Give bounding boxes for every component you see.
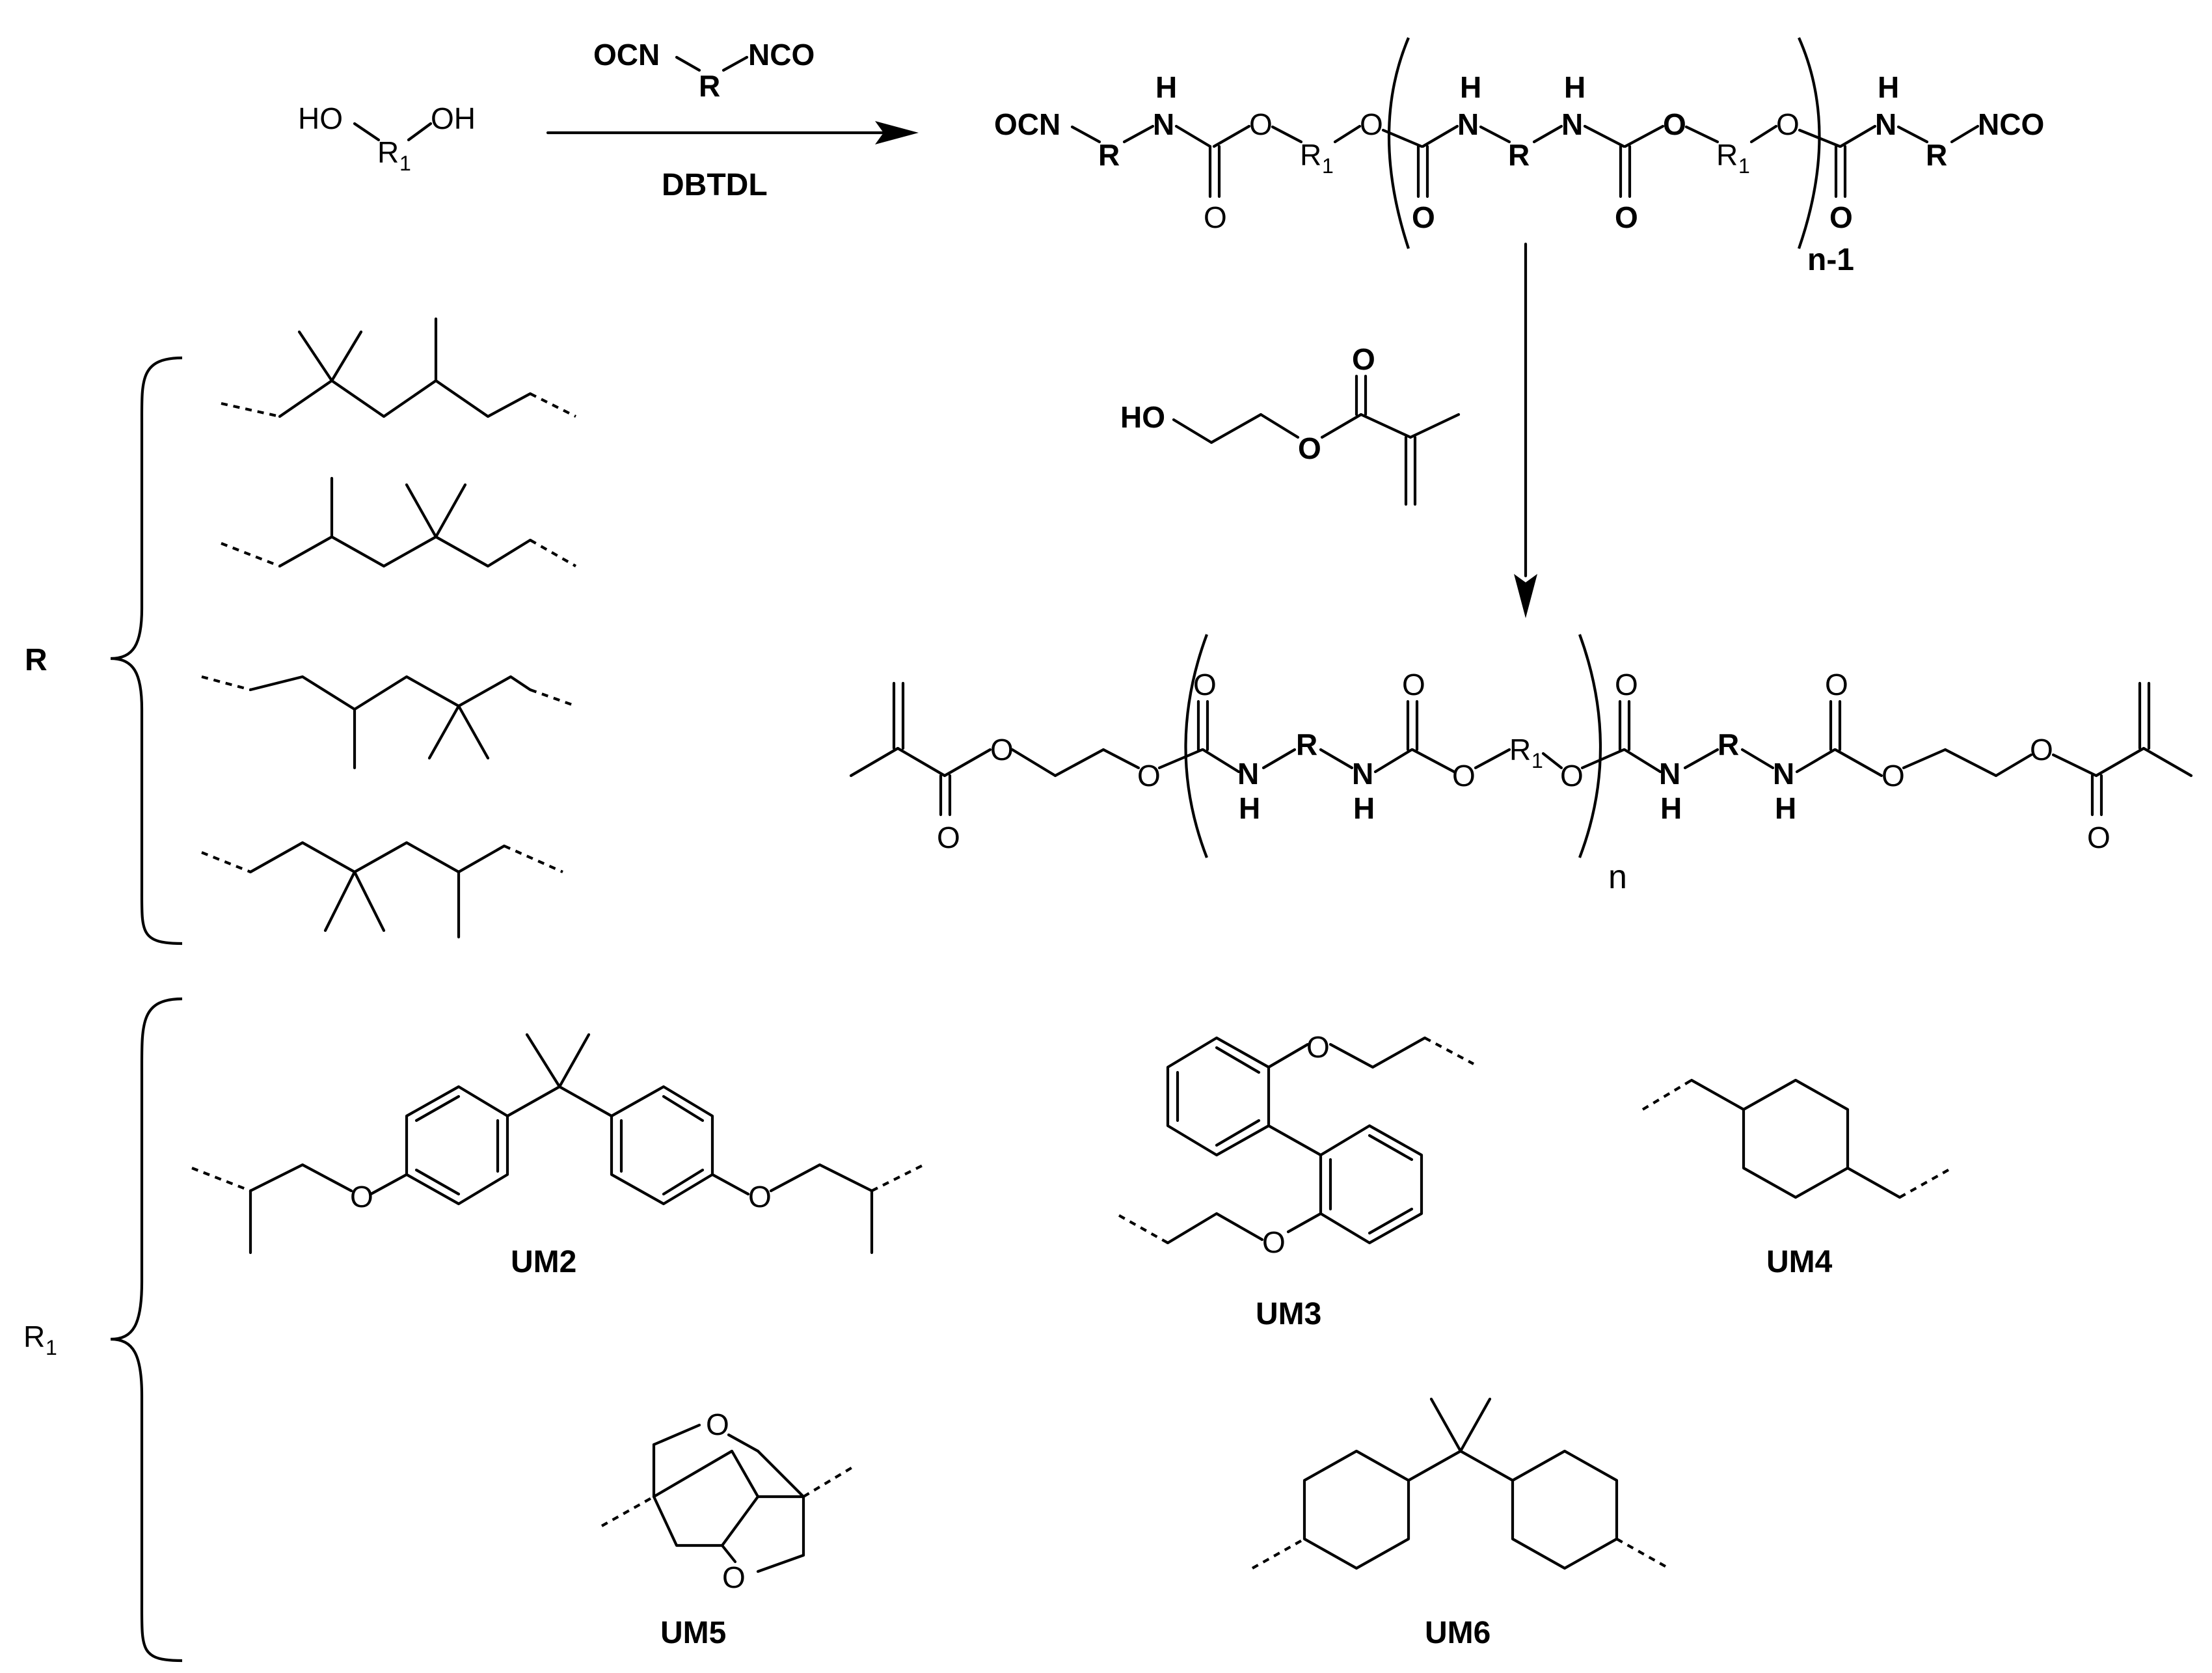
product-urethane-o-1: O — [1137, 759, 1161, 793]
diol-oh: OH — [431, 102, 476, 135]
um3-o-bottom: O — [1262, 1225, 1286, 1259]
product-ester-o-right: O — [1882, 759, 1905, 793]
diisocyanate-reagent: OCN R NCO — [593, 38, 815, 103]
prepolymer-r1-left: R — [1300, 138, 1321, 172]
um3-structure: O O UM3 — [1114, 1030, 1474, 1331]
diiso-r: R — [699, 69, 720, 103]
prepolymer-carbonyl-o-4: O — [1829, 200, 1853, 234]
prepolymer-ester-o-1: O — [1249, 107, 1273, 141]
prepolymer-h-4: H — [1878, 70, 1899, 104]
diiso-nco: NCO — [748, 38, 815, 72]
product-repeat-label: n — [1608, 858, 1627, 896]
prepolymer-ester-o-4: O — [1776, 107, 1800, 141]
hema-ho: HO — [1120, 400, 1165, 434]
prepolymer-n-4: N — [1875, 107, 1896, 141]
product-n-3: N — [1659, 757, 1680, 791]
prepolymer-nco: NCO — [1978, 107, 2044, 141]
product-n-2: N — [1352, 757, 1373, 791]
prepolymer-n-3: N — [1561, 107, 1583, 141]
diol-r1-sub: 1 — [399, 152, 411, 175]
hema-reagent: HO O O — [1120, 342, 1461, 506]
product-r1-sub: 1 — [1531, 749, 1543, 772]
um5-label: UM5 — [660, 1616, 726, 1650]
r-group-brace — [110, 356, 183, 945]
um5-o-bottom: O — [722, 1560, 746, 1594]
prepolymer-ester-o-3: O — [1663, 107, 1686, 141]
r-structure-1 — [221, 317, 576, 418]
prepolymer-repeat-label: n-1 — [1807, 243, 1854, 277]
catalyst-label: DBTDL — [662, 168, 768, 202]
product-ester-o-2: O — [1452, 759, 1476, 793]
product-h-3: H — [1660, 791, 1682, 825]
product-close-paren — [1578, 634, 1602, 858]
product-carbonyl-o-2: O — [1402, 668, 1425, 701]
r-structure-4 — [201, 841, 563, 939]
prepolymer-h-3: H — [1564, 70, 1585, 104]
diol-r1: R — [377, 135, 399, 169]
hema-carbonyl-o: O — [1352, 342, 1375, 376]
prepolymer-carbonyl-o-3: O — [1615, 200, 1638, 234]
r1-group-label: R — [23, 1320, 45, 1353]
prepolymer-h-2: H — [1460, 70, 1481, 104]
prepolymer-r1-left-sub: 1 — [1322, 154, 1334, 178]
um3-o-top: O — [1306, 1030, 1330, 1064]
product-ester-o-right-2: O — [2030, 733, 2053, 767]
product-h-2: H — [1353, 791, 1375, 825]
product-carbonyl-o-3: O — [1615, 668, 1638, 701]
diol-structure: HO R 1 OH — [298, 102, 476, 175]
product-h-1: H — [1239, 791, 1260, 825]
product-ester-o-left: O — [990, 733, 1014, 767]
prepolymer-open-paren — [1387, 37, 1410, 249]
r-structure-2 — [221, 476, 577, 568]
um5-o-top: O — [706, 1408, 729, 1441]
reaction-arrow-1 — [546, 121, 919, 144]
product-r-2: R — [1718, 728, 1739, 761]
product-r1: R — [1509, 733, 1531, 767]
product-ester-o-3: O — [1560, 759, 1584, 793]
um2-label: UM2 — [511, 1245, 576, 1279]
prepolymer-carbonyl-o-2: O — [1412, 200, 1435, 234]
um4-structure: UM4 — [1641, 1078, 1953, 1279]
r-structure-3 — [201, 675, 576, 770]
product-carbonyl-o-left: O — [937, 821, 960, 854]
prepolymer-r-right: R — [1926, 138, 1947, 172]
prepolymer-r1-mid-sub: 1 — [1738, 154, 1750, 178]
prepolymer-n-2: N — [1457, 107, 1479, 141]
prepolymer-r-left: R — [1098, 138, 1120, 172]
prepolymer-carbonyl-o-1: O — [1204, 200, 1227, 234]
um5-structure: O O UM5 — [600, 1408, 854, 1650]
prepolymer-ester-o-2: O — [1360, 107, 1383, 141]
um4-label: UM4 — [1766, 1245, 1833, 1279]
product-carbonyl-o-1: O — [1193, 668, 1217, 701]
product-carbonyl-o-4: O — [1825, 668, 1848, 701]
prepolymer-ocn: OCN — [994, 107, 1060, 141]
hema-ester-o: O — [1298, 431, 1321, 465]
prepolymer-close-paren — [1798, 37, 1821, 249]
diiso-ocn: OCN — [593, 38, 660, 72]
diol-ho: HO — [298, 102, 343, 135]
um2-o-right: O — [748, 1180, 772, 1214]
product-carbonyl-o-right: O — [2087, 821, 2111, 854]
product-h-4: H — [1775, 791, 1796, 825]
r-group-label: R — [25, 643, 47, 677]
reaction-arrow-2 — [1514, 242, 1537, 618]
r1-group-brace — [110, 997, 183, 1663]
um6-label: UM6 — [1425, 1616, 1490, 1650]
um6-structure: UM6 — [1251, 1397, 1670, 1650]
um2-structure: O O UM2 — [191, 1033, 924, 1279]
prepolymer-r1-mid: R — [1716, 138, 1738, 172]
prepolymer-r-mid: R — [1508, 138, 1530, 172]
prepolymer-structure: OCN R N H O O R 1 O O N H R N H O O — [994, 37, 2044, 277]
product-open-paren — [1184, 634, 1208, 858]
product-structure: O O O O N H R N H O O R 1 O n O — [849, 634, 2193, 896]
product-r-1: R — [1296, 728, 1317, 761]
prepolymer-h-1: H — [1155, 70, 1177, 104]
prepolymer-n-1: N — [1153, 107, 1174, 141]
r1-group-label-sub: 1 — [46, 1336, 57, 1359]
product-n-4: N — [1773, 757, 1794, 791]
product-n-1: N — [1237, 757, 1259, 791]
um2-o-left: O — [350, 1180, 373, 1214]
um3-label: UM3 — [1256, 1297, 1321, 1331]
